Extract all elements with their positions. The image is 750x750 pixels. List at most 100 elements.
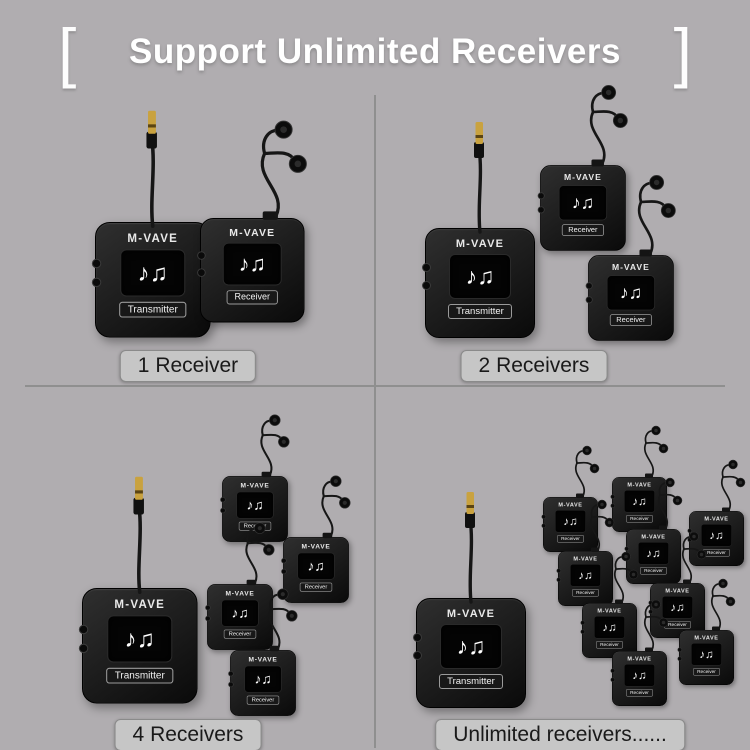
volume-knob: [537, 192, 545, 200]
device-screen: ♪♫: [606, 275, 656, 311]
device-type-label: Receiver: [572, 589, 599, 597]
receiver-device: M-VAVE ♪♫ Receiver: [541, 497, 598, 552]
receiver-device: M-VAVE♪♫Receiver: [197, 218, 305, 323]
bracket-right-icon: ]: [673, 15, 692, 89]
volume-knob: [624, 555, 629, 560]
earphones: [589, 85, 628, 167]
volume-knob: [624, 546, 629, 551]
device-screen: ♪♫: [440, 624, 502, 669]
music-notes-icon: ♪♫: [632, 668, 647, 682]
volume-knob: [610, 668, 615, 673]
receiver-device: M-VAVE ♪♫ Receiver: [610, 651, 667, 706]
device-type-label: Receiver: [246, 695, 280, 705]
quadrant-label-2-receivers: 2 Receivers: [460, 350, 608, 382]
quadrant-label-4-receivers: 4 Receivers: [114, 719, 262, 750]
volume-knob: [91, 277, 102, 288]
device-brand: M-VAVE: [446, 608, 496, 620]
page-title: Support Unlimited Receivers: [129, 32, 621, 71]
volume-knob: [422, 263, 431, 272]
volume-knob: [677, 647, 682, 652]
volume-knob: [197, 251, 206, 260]
music-notes-icon: ♪♫: [578, 568, 593, 582]
volume-knob: [413, 651, 422, 660]
receiver-device: M-VAVE ♪♫ Receiver: [585, 255, 674, 341]
music-notes-icon: ♪♫: [137, 258, 168, 287]
music-notes-icon: ♪♫: [709, 528, 724, 542]
volume-knob: [220, 507, 226, 514]
device-type-label: Receiver: [664, 621, 691, 629]
device-type-label: Receiver: [640, 567, 667, 575]
volume-knob: [91, 258, 102, 269]
music-notes-icon: ♪♫: [231, 605, 249, 621]
device-screen: ♪♫: [555, 510, 586, 533]
device-type-label: Receiver: [562, 224, 604, 236]
antenna-cable: [133, 476, 144, 594]
volume-knob: [610, 677, 615, 682]
device-brand: M-VAVE: [665, 588, 690, 594]
device-brand: M-VAVE: [627, 656, 652, 662]
transmitter-device: M-VAVE♪♫Transmitter: [78, 588, 198, 704]
device-brand: M-VAVE: [612, 262, 650, 273]
music-notes-icon: ♪♫: [254, 671, 272, 687]
device-type-label: Receiver: [610, 314, 652, 326]
device-screen: ♪♫: [222, 242, 282, 286]
device-type-label: Receiver: [596, 641, 623, 649]
music-notes-icon: ♪♫: [307, 558, 325, 574]
device-screen: ♪♫: [570, 564, 601, 587]
device-brand: M-VAVE: [455, 238, 505, 250]
device-type-label: Receiver: [223, 629, 257, 639]
volume-knob: [585, 282, 593, 290]
device-brand: M-VAVE: [225, 590, 255, 598]
volume-knob: [687, 537, 692, 542]
music-notes-icon: ♪♫: [571, 192, 595, 213]
divider-vertical: [374, 95, 376, 748]
device-brand: M-VAVE: [704, 516, 729, 522]
music-notes-icon: ♪♫: [456, 633, 486, 659]
volume-knob: [78, 643, 89, 654]
receiver-device: M-VAVE ♪♫ Receiver: [648, 583, 705, 638]
receiver-device: M-VAVE ♪♫ Receiver: [205, 584, 273, 650]
receiver-device: M-VAVE♪♫Receiver: [281, 537, 349, 603]
volume-knob: [677, 656, 682, 661]
receiver-device: M-VAVE♪♫Receiver: [624, 529, 681, 584]
music-notes-icon: ♪♫: [699, 647, 714, 661]
device-screen: ♪♫: [449, 254, 511, 299]
volume-knob: [281, 568, 287, 575]
device-screen: ♪♫: [297, 552, 335, 580]
earphones: [720, 459, 746, 512]
device-brand: M-VAVE: [558, 502, 583, 508]
transmitter-device: M-VAVE♪♫Transmitter: [91, 222, 211, 338]
music-notes-icon: ♪♫: [602, 620, 617, 634]
device-brand: M-VAVE: [573, 556, 598, 562]
device-screen: ♪♫: [120, 249, 186, 297]
header: [ Support Unlimited Receivers ]: [0, 12, 750, 92]
device-type-label: Receiver: [626, 689, 653, 697]
volume-knob: [556, 577, 561, 582]
volume-knob: [205, 615, 211, 622]
device-type-label: Receiver: [626, 515, 653, 523]
device-screen: ♪♫: [221, 599, 259, 627]
volume-knob: [197, 268, 206, 277]
music-notes-icon: ♪♫: [670, 600, 685, 614]
device-brand: M-VAVE: [627, 482, 652, 488]
device-screen: ♪♫: [558, 185, 608, 221]
device-screen: ♪♫: [624, 664, 655, 687]
device-screen: ♪♫: [624, 490, 655, 513]
device-type-label: Transmitter: [119, 301, 187, 318]
device-type-label: Transmitter: [439, 674, 503, 689]
device-screen: ♪♫: [638, 542, 669, 565]
device-screen: ♪♫: [691, 643, 722, 666]
music-notes-icon: ♪♫: [238, 251, 266, 276]
antenna-cable: [474, 122, 484, 234]
volume-knob: [205, 605, 211, 611]
earphones: [574, 445, 600, 498]
volume-knob: [228, 671, 234, 677]
receiver-device: M-VAVE♪♫Receiver: [228, 650, 296, 716]
device-type-label: Receiver: [557, 535, 584, 543]
receiver-device: M-VAVE♪♫Receiver: [537, 165, 626, 251]
volume-knob: [228, 681, 234, 688]
music-notes-icon: ♪♫: [465, 263, 495, 289]
antenna-cable: [146, 110, 157, 228]
volume-knob: [648, 609, 653, 614]
transmitter-device: M-VAVE ♪♫ Transmitter: [413, 598, 526, 708]
